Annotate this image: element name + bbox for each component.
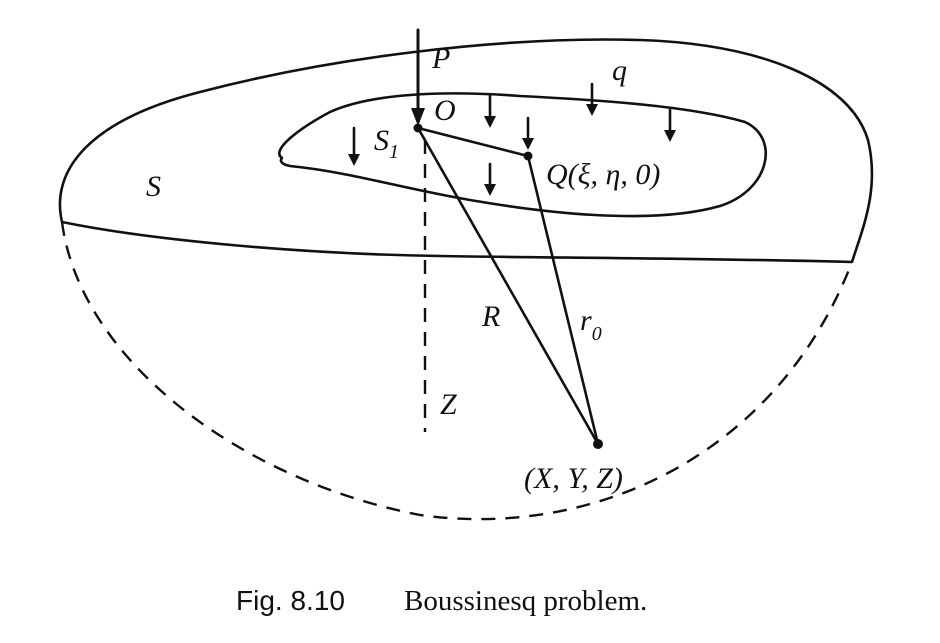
outer-surface-boundary (58, 38, 874, 264)
label-P: P (431, 42, 450, 75)
label-S1: S1 (374, 124, 399, 163)
loaded-region-boundary (278, 92, 767, 218)
label-Q: Q(ξ, η, 0) (546, 158, 660, 191)
distributed-load-arrows (348, 82, 676, 196)
label-R: R (481, 300, 500, 333)
line-R (416, 126, 600, 446)
line-r0 (526, 154, 600, 446)
field-point (593, 439, 603, 449)
label-S: S (146, 170, 161, 203)
figure-caption-number: Fig. 8.10 (236, 585, 345, 616)
label-Z: Z (440, 388, 457, 421)
segment-O-Q (416, 126, 530, 158)
load-P-arrowhead (411, 108, 425, 126)
figure-caption-text: Boussinesq problem. (404, 585, 647, 617)
label-q: q (612, 54, 627, 87)
label-XYZ: (X, Y, Z) (524, 462, 623, 495)
label-O: O (434, 94, 456, 127)
half-space-dashed-boundary (60, 221, 854, 521)
label-r0: r0 (580, 304, 602, 345)
